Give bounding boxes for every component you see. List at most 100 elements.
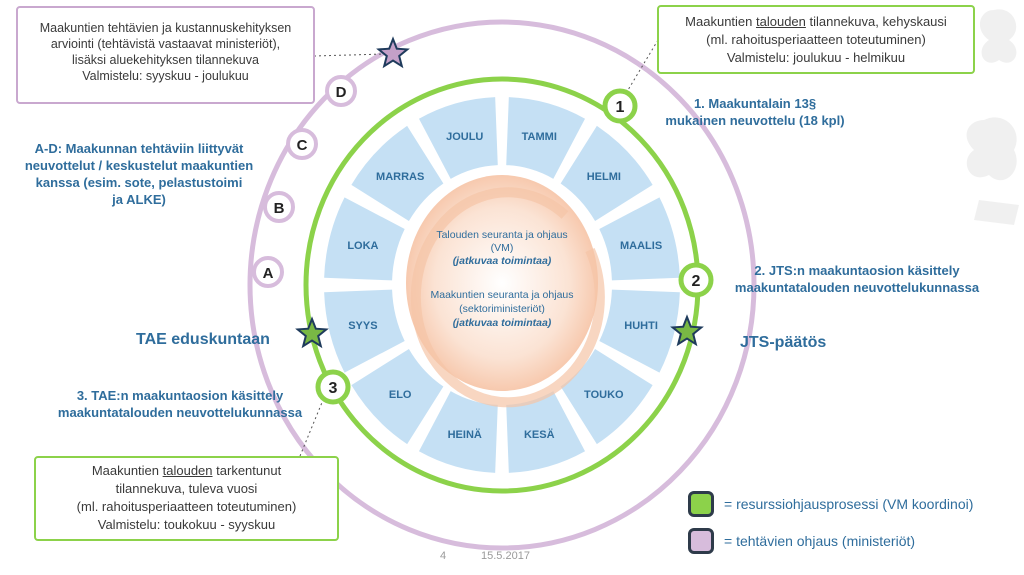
- month-segment-tammi: [506, 97, 586, 179]
- month-label-helmi: HELMI: [587, 171, 621, 183]
- month-segment-maalis: [599, 197, 680, 281]
- label-step-1-line-2: mukainen neuvottelu (18 kpl): [665, 113, 845, 128]
- month-segment-huhti: [599, 289, 680, 373]
- connector-top-left: [313, 53, 386, 57]
- box-top-right-line-1a: Maakuntien: [685, 14, 756, 29]
- center-line-6: (jatkuvaa toimintaa): [453, 317, 552, 329]
- label-step-3: 3. TAE:n maakuntaosion käsittely maakunt…: [40, 387, 320, 421]
- month-label-touko: TOUKO: [584, 389, 624, 401]
- label-a-d-line-4: ja ALKE): [112, 192, 166, 207]
- label-a-d-line-1: A-D: Maakunnan tehtäviin liittyvät: [34, 141, 244, 156]
- legend-green: = resurssiohjausprosessi (VM koordinoi): [688, 491, 973, 517]
- box-bottom-left-line-1b: talouden: [162, 463, 213, 478]
- marker-c: C: [286, 128, 318, 160]
- legend-pink-label: = tehtävien ohjaus (ministeriöt): [724, 533, 916, 549]
- month-labels: JOULU TAMMI HELMI MAALIS HUHTI TOUKO KESÄ HEINÄ…: [347, 131, 662, 441]
- label-step-2-line-1: 2. JTS:n maakuntaosion käsittely: [754, 263, 960, 278]
- page-number: 4: [440, 550, 447, 562]
- marker-b-label: B: [274, 200, 285, 217]
- month-label-marras: MARRAS: [376, 171, 424, 183]
- month-segment-helmi: [560, 125, 653, 222]
- box-bottom-left-line-1: Maakuntien talouden tarkentunut: [44, 462, 329, 480]
- box-top-right-line-2: (ml. rahoitusperiaatteen toteutuminen): [706, 32, 926, 47]
- center-swirl: [406, 175, 598, 391]
- marker-1: 1: [602, 88, 638, 124]
- center-text: Talouden seuranta ja ohjaus (VM) (jatkuv…: [430, 229, 573, 329]
- month-segment-touko: [560, 348, 653, 445]
- label-step-3-line-2: maakuntatalouden neuvottelukunnassa: [57, 405, 303, 420]
- label-step-1: 1. Maakuntalain 13§ mukainen neuvottelu …: [640, 95, 870, 129]
- label-a-d-line-2: neuvottelut / keskustelut maakuntien: [24, 158, 254, 173]
- box-economy-refined-situation: Maakuntien talouden tarkentunut tilannek…: [34, 456, 339, 541]
- label-tae-eduskuntaan: TAE eduskuntaan: [136, 331, 270, 348]
- month-label-heinä: HEINÄ: [448, 428, 482, 441]
- connector-bottom-left: [299, 399, 324, 457]
- center-swirl-arc: [410, 187, 605, 408]
- outer-ring-pink: [247, 19, 757, 551]
- legend-green-label: = resurssiohjausprosessi (VM koordinoi): [724, 496, 974, 512]
- label-step-2-line-2: maakuntatalouden neuvottelukunnassa: [734, 280, 980, 295]
- label-step-2: 2. JTS:n maakuntaosion käsittely maakunt…: [712, 262, 1002, 296]
- month-label-maalis: MAALIS: [620, 240, 662, 252]
- month-label-kesä: KESÄ: [524, 428, 555, 441]
- month-label-elo: ELO: [389, 389, 412, 401]
- box-top-right-line-1: Maakuntien talouden tilannekuva, kehyska…: [667, 13, 965, 31]
- legend-pink: = tehtävien ohjaus (ministeriöt): [688, 528, 915, 554]
- box-bottom-left-line-2: tilannekuva, tuleva vuosi: [115, 481, 258, 496]
- box-top-right-line-3: Valmistelu: joulukuu - helmikuu: [726, 50, 906, 65]
- marker-3-label: 3: [329, 380, 338, 397]
- marker-2: 2: [678, 262, 714, 298]
- month-label-huhti: HUHTI: [624, 320, 658, 332]
- box-top-left-line-1: Maakuntien tehtävien ja kustannuskehityk…: [39, 21, 292, 35]
- box-top-left-line-4: Valmistelu: syyskuu - joulukuu: [82, 69, 249, 83]
- box-top-right-line-1c: tilannekuva, kehyskausi: [805, 14, 947, 29]
- month-label-syys: SYYS: [348, 320, 377, 332]
- center-line-4: Maakuntien seuranta ja ohjaus: [430, 289, 573, 301]
- label-a-d: A-D: Maakunnan tehtäviin liittyvät neuvo…: [8, 140, 270, 208]
- marker-c-label: C: [297, 137, 308, 154]
- box-bottom-left-line-3: (ml. rahoitusperiaatteen toteutuminen): [76, 499, 297, 514]
- star-green-left-icon: [295, 316, 329, 349]
- box-economy-situation-framework: Maakuntien talouden tilannekuva, kehyska…: [657, 5, 975, 74]
- label-step-3-line-1: 3. TAE:n maakuntaosion käsittely: [76, 388, 284, 403]
- box-task-cost-evaluation: Maakuntien tehtävien ja kustannuskehityk…: [16, 6, 315, 104]
- legend-green-swatch: [688, 491, 714, 517]
- month-segment-heinä: [418, 391, 498, 473]
- center-line-2: (VM): [491, 242, 514, 254]
- connector-top-right: [621, 39, 659, 101]
- star-pink-icon: [376, 36, 410, 69]
- lion-watermark-icon: [966, 9, 1019, 225]
- box-bottom-left-line-4: Valmistelu: toukokuu - syyskuu: [97, 517, 276, 532]
- box-bottom-left-line-1a: Maakuntien: [91, 463, 163, 478]
- footer-date: 15.5.2017: [481, 550, 530, 562]
- box-top-right-line-1b: talouden: [756, 14, 806, 29]
- marker-d: D: [325, 75, 357, 107]
- legend-pink-swatch: [688, 528, 714, 554]
- marker-2-label: 2: [692, 273, 701, 290]
- month-segment-kesä: [506, 391, 586, 473]
- box-top-left-line-3: lisäksi aluekehityksen tilannekuva: [72, 53, 259, 67]
- month-segment-elo: [351, 348, 444, 445]
- label-step-1-line-1: 1. Maakuntalain 13§: [693, 96, 817, 111]
- box-top-left-line-2: arviointi (tehtävistä vastaavat minister…: [50, 37, 281, 51]
- label-jts-paatos: JTS-päätös: [740, 334, 827, 351]
- marker-b: B: [263, 191, 295, 223]
- marker-1-label: 1: [616, 99, 625, 116]
- month-segment-joulu: [418, 97, 498, 179]
- month-label-loka: LOKA: [347, 240, 378, 252]
- label-a-d-line-3: kanssa (esim. sote, pelastustoimi: [35, 175, 243, 190]
- marker-d-label: D: [336, 84, 347, 101]
- box-bottom-left-line-1c: tarkentunut: [212, 463, 282, 478]
- center-line-1: Talouden seuranta ja ohjaus: [436, 229, 567, 241]
- month-label-tammi: TAMMI: [522, 131, 557, 143]
- marker-3: 3: [315, 369, 351, 405]
- marker-a-label: A: [263, 265, 274, 282]
- month-segments: [324, 97, 680, 473]
- month-label-joulu: JOULU: [446, 131, 483, 143]
- month-segment-marras: [351, 125, 444, 222]
- center-line-3: (jatkuvaa toimintaa): [453, 255, 552, 267]
- marker-a: A: [252, 256, 284, 288]
- month-segment-loka: [324, 197, 405, 281]
- star-green-right-icon: [670, 314, 704, 347]
